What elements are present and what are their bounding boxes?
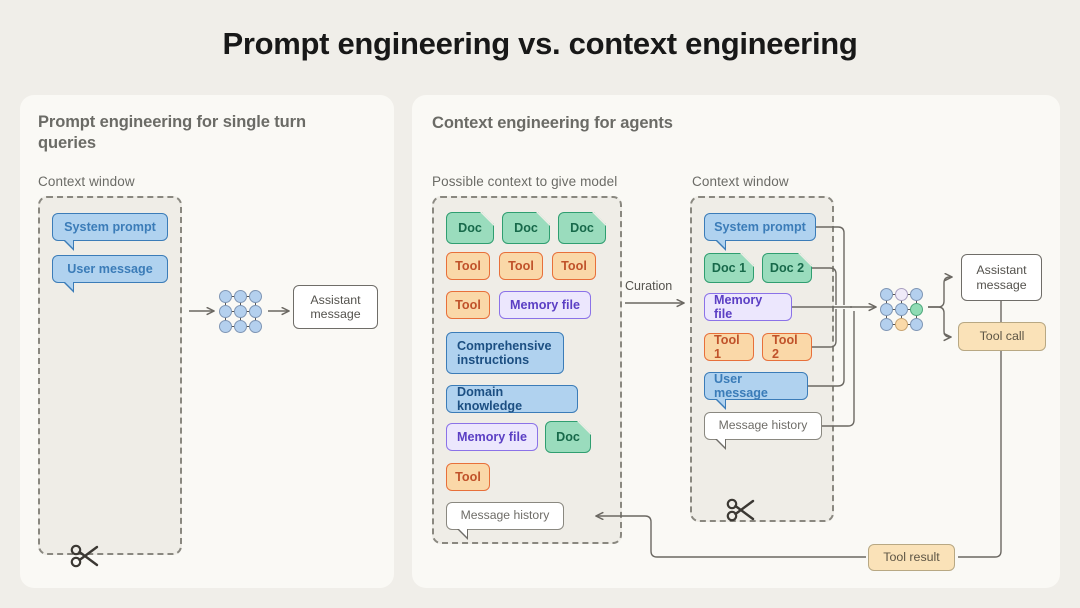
chip-tool-1[interactable]: Tool bbox=[446, 252, 490, 280]
scissors-icon bbox=[70, 543, 100, 574]
chip-system-prompt[interactable]: System prompt bbox=[52, 213, 168, 251]
left-panel-heading: Prompt engineering for single turn queri… bbox=[38, 113, 306, 153]
chip-tool-4[interactable]: Tool bbox=[446, 291, 490, 319]
curation-label: Curation bbox=[625, 279, 673, 293]
chip-doc-1[interactable]: Doc bbox=[446, 212, 494, 244]
chip-cw-message-history[interactable]: Message history bbox=[704, 412, 822, 450]
possible-context-label: Possible context to give model bbox=[432, 174, 618, 189]
tool-result-box[interactable]: Tool result bbox=[868, 544, 955, 571]
chip-tool-2[interactable]: Tool bbox=[499, 252, 543, 280]
chip-cw-user-message[interactable]: User message bbox=[704, 372, 808, 410]
chip-memory-file-1[interactable]: Memory file bbox=[499, 291, 591, 319]
chip-doc-3[interactable]: Doc bbox=[558, 212, 606, 244]
neural-network-icon-right bbox=[880, 288, 924, 332]
chip-domain-knowledge[interactable]: Domain knowledge bbox=[446, 385, 578, 413]
scissors-icon-right bbox=[726, 497, 756, 528]
chip-cw-tool-2[interactable]: Tool 2 bbox=[762, 333, 812, 361]
right-panel-heading: Context engineering for agents bbox=[432, 114, 673, 132]
chip-comprehensive-instructions[interactable]: Comprehensive instructions bbox=[446, 332, 564, 374]
neural-network-icon bbox=[219, 290, 263, 334]
chip-cw-doc-2[interactable]: Doc 2 bbox=[762, 253, 812, 283]
tool-call-box[interactable]: Tool call bbox=[958, 322, 1046, 351]
page-title: Prompt engineering vs. context engineeri… bbox=[222, 26, 858, 61]
chip-cw-tool-1[interactable]: Tool 1 bbox=[704, 333, 754, 361]
chip-memory-file-2[interactable]: Memory file bbox=[446, 423, 538, 451]
chip-tool-3[interactable]: Tool bbox=[552, 252, 596, 280]
chip-user-message[interactable]: User message bbox=[52, 255, 168, 293]
chip-cw-system-prompt[interactable]: System prompt bbox=[704, 213, 816, 251]
chip-cw-memory-file[interactable]: Memory file bbox=[704, 293, 792, 321]
chip-tool-5[interactable]: Tool bbox=[446, 463, 490, 491]
chip-doc-2[interactable]: Doc bbox=[502, 212, 550, 244]
left-assistant-message-box[interactable]: Assistant message bbox=[293, 285, 378, 329]
chip-message-history-source[interactable]: Message history bbox=[446, 502, 564, 540]
left-context-window-label: Context window bbox=[38, 174, 135, 189]
right-context-window-label: Context window bbox=[692, 174, 789, 189]
chip-cw-doc-1[interactable]: Doc 1 bbox=[704, 253, 754, 283]
left-context-window-box bbox=[38, 196, 182, 555]
assistant-message-box[interactable]: Assistant message bbox=[961, 254, 1042, 301]
